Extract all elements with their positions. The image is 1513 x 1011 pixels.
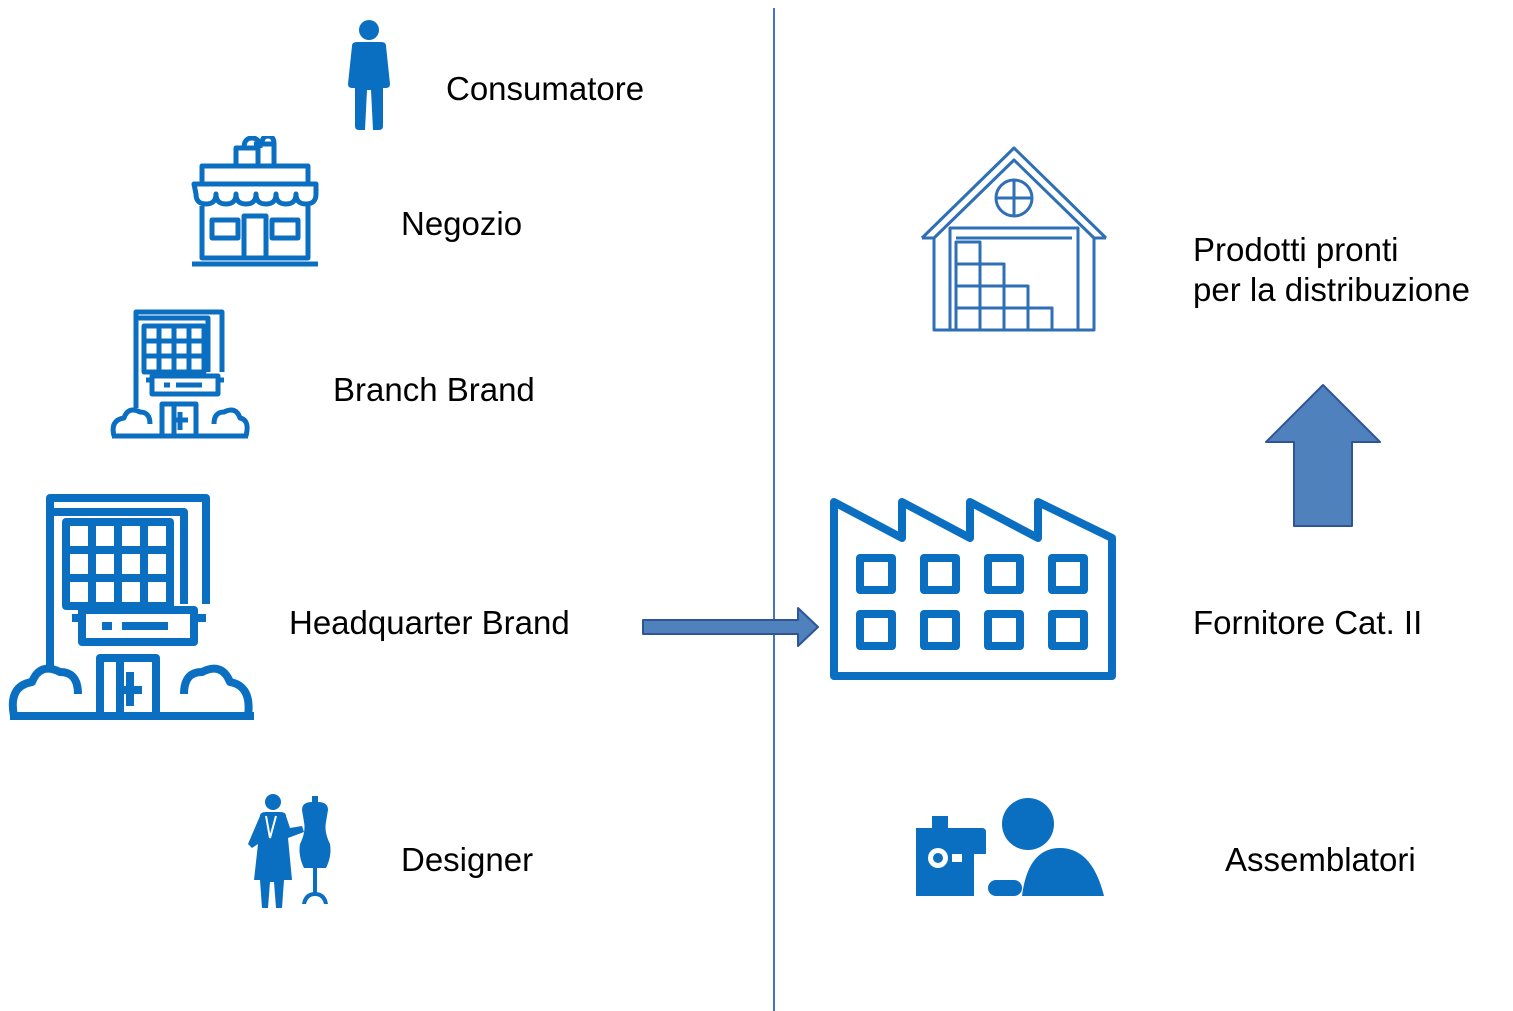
office-building-icon <box>110 309 250 439</box>
center-divider <box>773 8 775 1011</box>
person-icon <box>348 20 390 130</box>
label-prodotti-line1: Prodotti pronti <box>1193 231 1399 268</box>
warehouse-icon <box>920 146 1108 332</box>
label-negozio: Negozio <box>401 205 523 242</box>
designer-mannequin-icon <box>248 794 331 908</box>
sewing-machine-worker-icon <box>916 798 1104 896</box>
label-consumatore: Consumatore <box>446 70 645 107</box>
label-prodotti-line2: per la distribuzione <box>1193 271 1470 309</box>
factory-icon <box>830 498 1116 680</box>
label-fornitore: Fornitore Cat. II <box>1193 604 1423 641</box>
headquarter-building-icon <box>8 494 254 720</box>
label-designer: Designer <box>401 841 534 878</box>
arrow-right-icon <box>642 607 819 647</box>
label-headquarter-brand: Headquarter Brand <box>289 604 570 641</box>
shop-icon <box>191 136 319 267</box>
label-prodotti: Prodotti pronti per la distribuzione <box>1193 230 1470 311</box>
label-assemblatori: Assemblatori <box>1225 841 1416 878</box>
label-branch-brand: Branch Brand <box>333 371 535 408</box>
arrow-up-icon <box>1265 384 1381 527</box>
